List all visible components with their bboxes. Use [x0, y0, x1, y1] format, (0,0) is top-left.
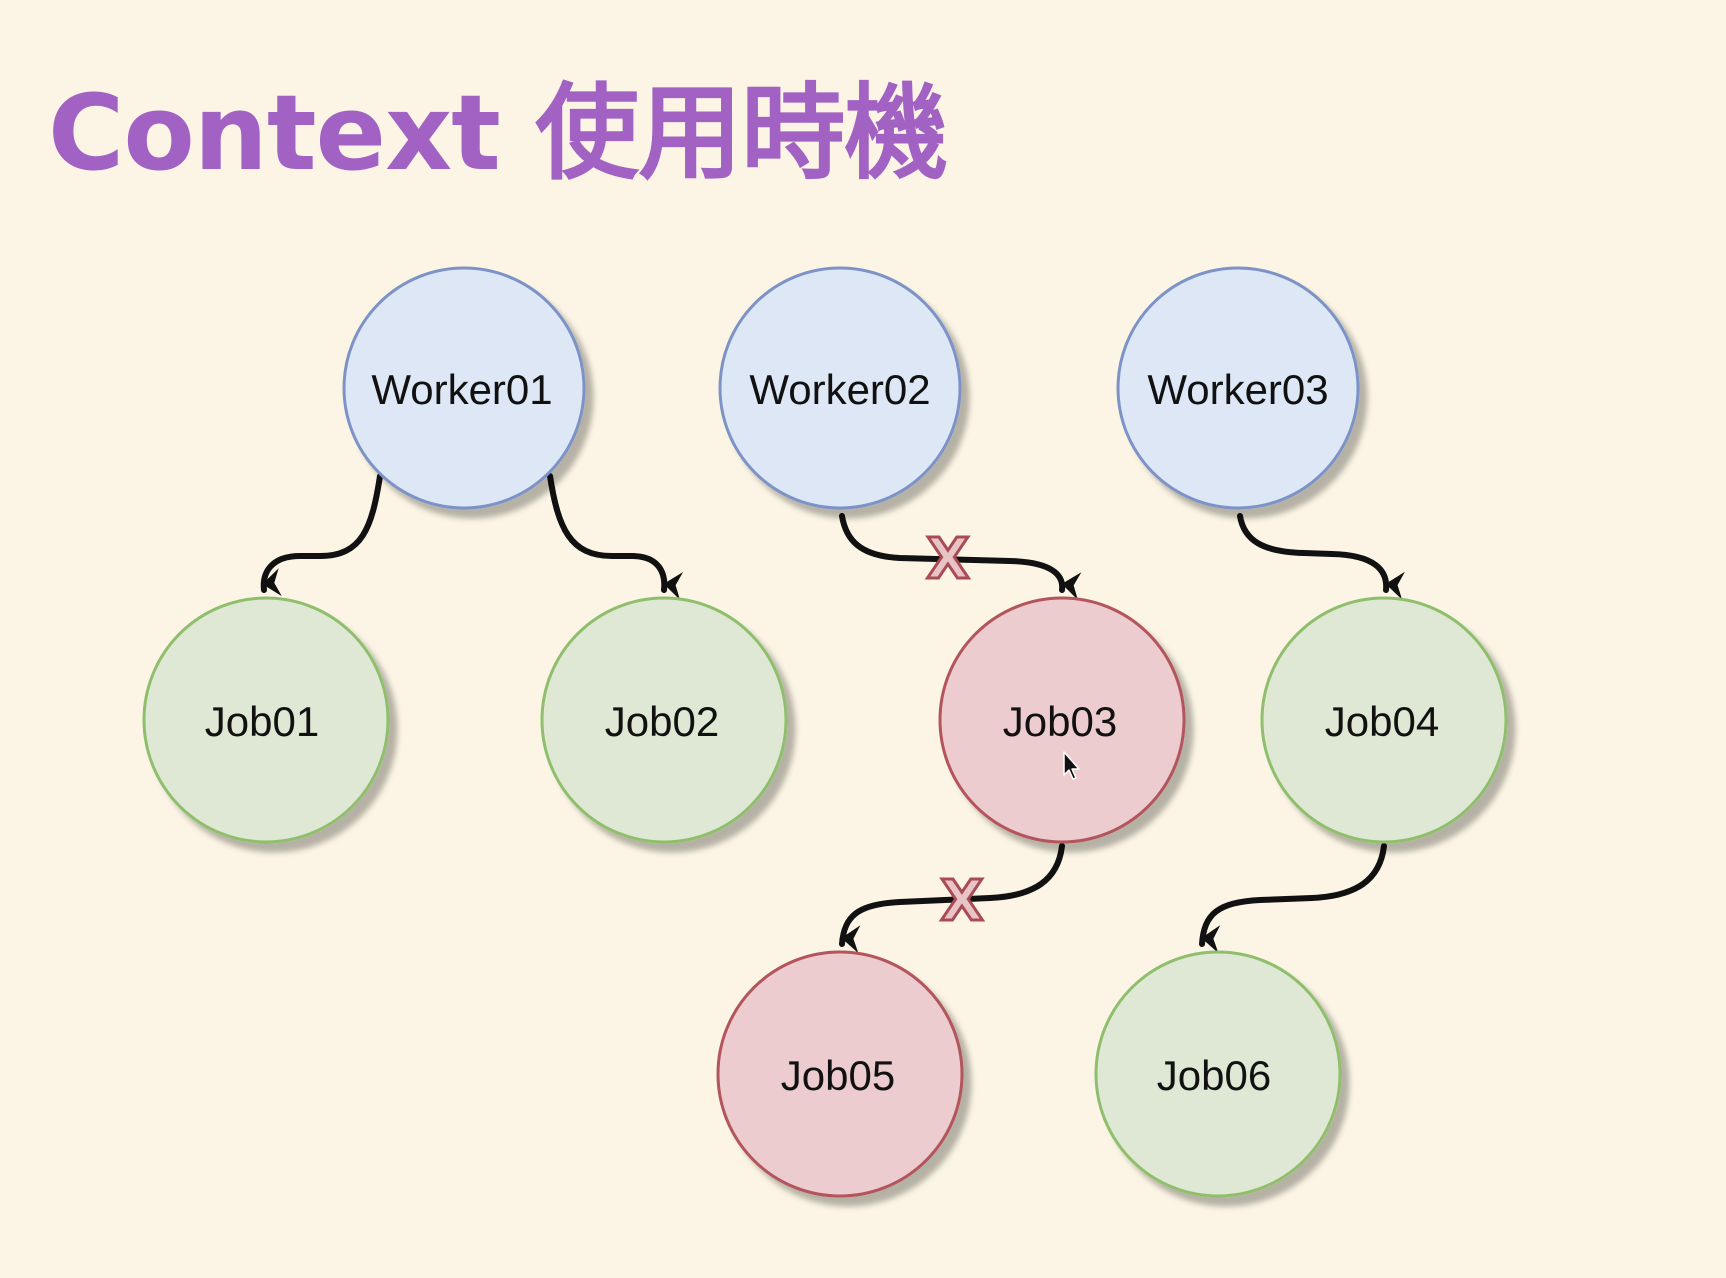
node-label-job01: Job01 [205, 698, 319, 745]
node-circle [716, 950, 964, 1198]
edge-job03-job05 [839, 843, 1065, 954]
title-cjk: 使用時機 [535, 72, 948, 194]
node-job06[interactable] [1094, 950, 1342, 1198]
node-worker03[interactable] [1116, 266, 1360, 510]
svg-text:X: X [926, 527, 969, 592]
page-title: Context 使用時機 [48, 48, 948, 199]
node-label-job02: Job02 [605, 698, 719, 745]
node-circle [1116, 266, 1360, 510]
node-job01[interactable] [142, 596, 390, 844]
node-circle [1094, 950, 1342, 1198]
node-label-job05: Job05 [781, 1052, 895, 1099]
node-label-job03: Job03 [1003, 698, 1117, 745]
node-worker01[interactable] [342, 266, 586, 510]
node-circle [938, 596, 1186, 844]
cancel-x-icon: X [939, 868, 985, 936]
node-label-job04: Job04 [1325, 698, 1439, 745]
node-circle [142, 596, 390, 844]
node-job05[interactable] [716, 950, 964, 1198]
edges [260, 473, 1405, 954]
edge-worker01-job02 [547, 473, 684, 600]
edge-worker03-job04 [1237, 513, 1405, 600]
node-label-worker01: Worker01 [371, 366, 552, 413]
node-label-job06: Job06 [1157, 1052, 1271, 1099]
node-label-worker02: Worker02 [749, 366, 930, 413]
cancel-x-icon: X [925, 526, 971, 594]
node-circle [1260, 596, 1508, 844]
edge-job04-job06 [1199, 843, 1387, 954]
node-label-worker03: Worker03 [1147, 366, 1328, 413]
node-job02[interactable] [540, 596, 788, 844]
edge-worker01-job01 [260, 473, 383, 597]
svg-text:X: X [940, 869, 983, 934]
node-circle [718, 266, 962, 510]
node-job04[interactable] [1260, 596, 1508, 844]
mouse-pointer-icon [1063, 751, 1080, 780]
node-job03[interactable] [938, 596, 1186, 844]
node-circle [540, 596, 788, 844]
title-latin: Context [48, 72, 501, 194]
node-worker02[interactable] [718, 266, 962, 510]
edge-worker02-job03 [839, 513, 1082, 601]
node-circle [342, 266, 586, 510]
